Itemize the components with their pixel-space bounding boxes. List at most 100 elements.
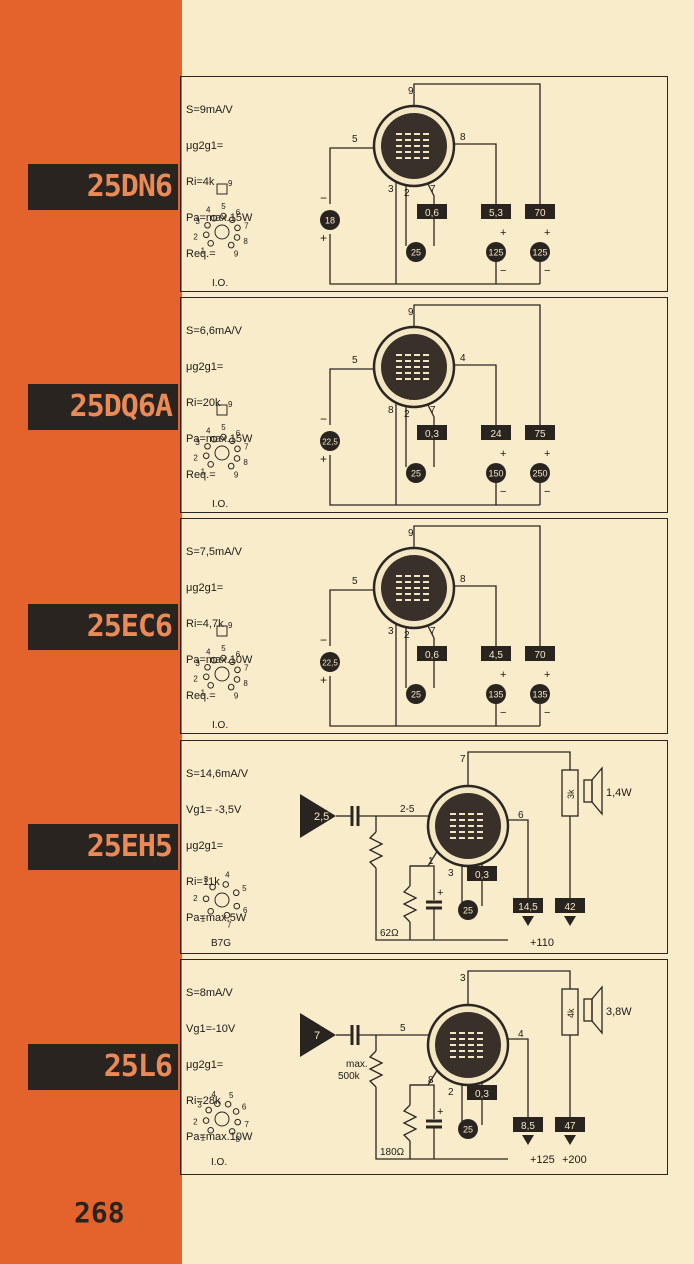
pin-number: 2 <box>448 1087 454 1098</box>
base-pin-number: 6 <box>236 429 241 438</box>
grid-resistor-value: 500k <box>338 1071 361 1082</box>
heater-current: 0,3 <box>475 1089 489 1100</box>
heater-voltage: 25 <box>463 906 473 916</box>
grid-voltage: 22,5 <box>322 438 338 447</box>
plus-sign: + <box>544 227 550 239</box>
base-type-label: I.O. <box>211 1157 227 1168</box>
anode-current-box <box>555 898 585 913</box>
base-pin-number: 3 <box>195 438 200 447</box>
base-pin-number: 5 <box>221 644 226 653</box>
arrow-icon <box>564 916 576 926</box>
anode-current-box <box>555 1117 585 1132</box>
pin-number: 4 <box>518 1029 524 1040</box>
pin-number: 9 <box>408 86 414 97</box>
anode-current: 70 <box>534 650 546 661</box>
base-pin <box>228 437 236 445</box>
panel-25l6 <box>180 959 668 1175</box>
plus-sign: + <box>320 673 327 687</box>
base-pin <box>224 1100 232 1108</box>
anode-voltage-dot <box>530 463 550 483</box>
screen-voltage: 125 <box>488 248 503 258</box>
grid-voltage: 18 <box>325 216 335 226</box>
base-pin-number: 5 <box>229 1091 234 1100</box>
base-pin <box>233 455 241 462</box>
base-pin-number: 4 <box>206 647 211 656</box>
pin-number: 6 <box>518 810 524 821</box>
screen-current: 5,3 <box>489 208 503 219</box>
anode-current: 75 <box>534 429 546 440</box>
anode-current: 47 <box>564 1121 576 1132</box>
spec-line: S=14,6mA/V <box>186 768 249 780</box>
spec-line: S=7,5mA/V <box>186 546 242 558</box>
arrow-icon <box>522 916 534 926</box>
base-pin <box>210 435 218 443</box>
anode-current: 42 <box>564 902 576 913</box>
screen-voltage: 150 <box>488 469 503 479</box>
screen-current-box <box>513 1117 543 1132</box>
spec-line: Pa=max.10W <box>186 1131 253 1143</box>
top-cap-icon <box>216 183 228 195</box>
heater-voltage: 25 <box>411 248 421 258</box>
spec-line: Req.= <box>186 248 216 260</box>
base-pin-number: 5 <box>221 423 226 432</box>
pin-number: 3 <box>448 868 454 879</box>
heater-current-box <box>467 1085 497 1100</box>
pin-number: 2-5 <box>400 804 415 815</box>
spec-line: Req.= <box>186 469 216 481</box>
minus-sign: − <box>320 633 327 647</box>
base-pin <box>202 231 210 239</box>
pin-number: 2 <box>404 409 410 420</box>
base-pin <box>202 673 210 681</box>
tube-label-25dq6a: 25DQ6A <box>28 384 178 430</box>
wire <box>410 865 435 900</box>
pin-number: 7 <box>430 405 436 416</box>
grid-resistor <box>368 1050 384 1088</box>
minus-sign: − <box>544 265 550 277</box>
pin-number: 1 <box>428 856 434 867</box>
cathode-resistor-value: 62Ω <box>380 928 399 939</box>
heater-voltage-dot <box>458 900 478 920</box>
base-pin-number: 3 <box>197 1101 202 1110</box>
base-pin-number: 3 <box>195 659 200 668</box>
base-pin-number: 9 <box>228 621 233 630</box>
pin-number: 3 <box>388 184 394 195</box>
base-pin <box>223 911 231 919</box>
plus-sign: + <box>320 452 327 466</box>
base-pin <box>207 1127 214 1134</box>
base-pin <box>205 1106 212 1114</box>
input-voltage: 2,5 <box>314 811 329 823</box>
base-pin <box>214 1100 221 1107</box>
base-pin-number: 9 <box>234 691 239 700</box>
minus-sign: − <box>320 191 327 205</box>
grid-voltage-dot <box>320 431 340 451</box>
base-pin-number: 1 <box>201 688 206 697</box>
speaker-cone-icon <box>591 766 603 816</box>
supply-voltage: +200 <box>562 1154 587 1166</box>
pin-number: 8 <box>460 132 466 143</box>
base-pin-number: 6 <box>236 208 241 217</box>
spec-line: Pa=max.5W <box>186 912 247 924</box>
base-pin-number: 8 <box>235 1135 240 1144</box>
spec-line: Pa=max.10W <box>186 654 253 666</box>
base-pin-number: 2 <box>193 675 198 684</box>
anode-voltage: 135 <box>532 690 547 700</box>
base-pin-number: 6 <box>243 906 248 915</box>
base-pin-number: 8 <box>243 679 248 688</box>
screen-current: 8,5 <box>521 1121 535 1132</box>
anode-voltage-dot <box>530 684 550 704</box>
base-pin-number: 3 <box>195 217 200 226</box>
base-pin-number: 6 <box>242 1103 247 1112</box>
grid-resistor <box>368 831 384 869</box>
base-pin <box>228 1128 236 1135</box>
heater-current-box <box>417 425 447 440</box>
plus-sign: + <box>437 1106 443 1118</box>
screen-current: 14,5 <box>518 902 538 913</box>
output-power: 1,4W <box>606 787 632 799</box>
specs-25l6: S=8mA/V Vg1=-10V μg2g1= Ri=28k Pa=max.10… <box>186 963 252 1155</box>
base-pin-number: 1 <box>201 914 206 923</box>
base-pin-number: 7 <box>245 1120 250 1129</box>
grid-resistor-value: max. <box>346 1059 368 1070</box>
spec-line: Pa=max.15W <box>186 433 253 445</box>
output-power: 3,8W <box>606 1006 632 1018</box>
